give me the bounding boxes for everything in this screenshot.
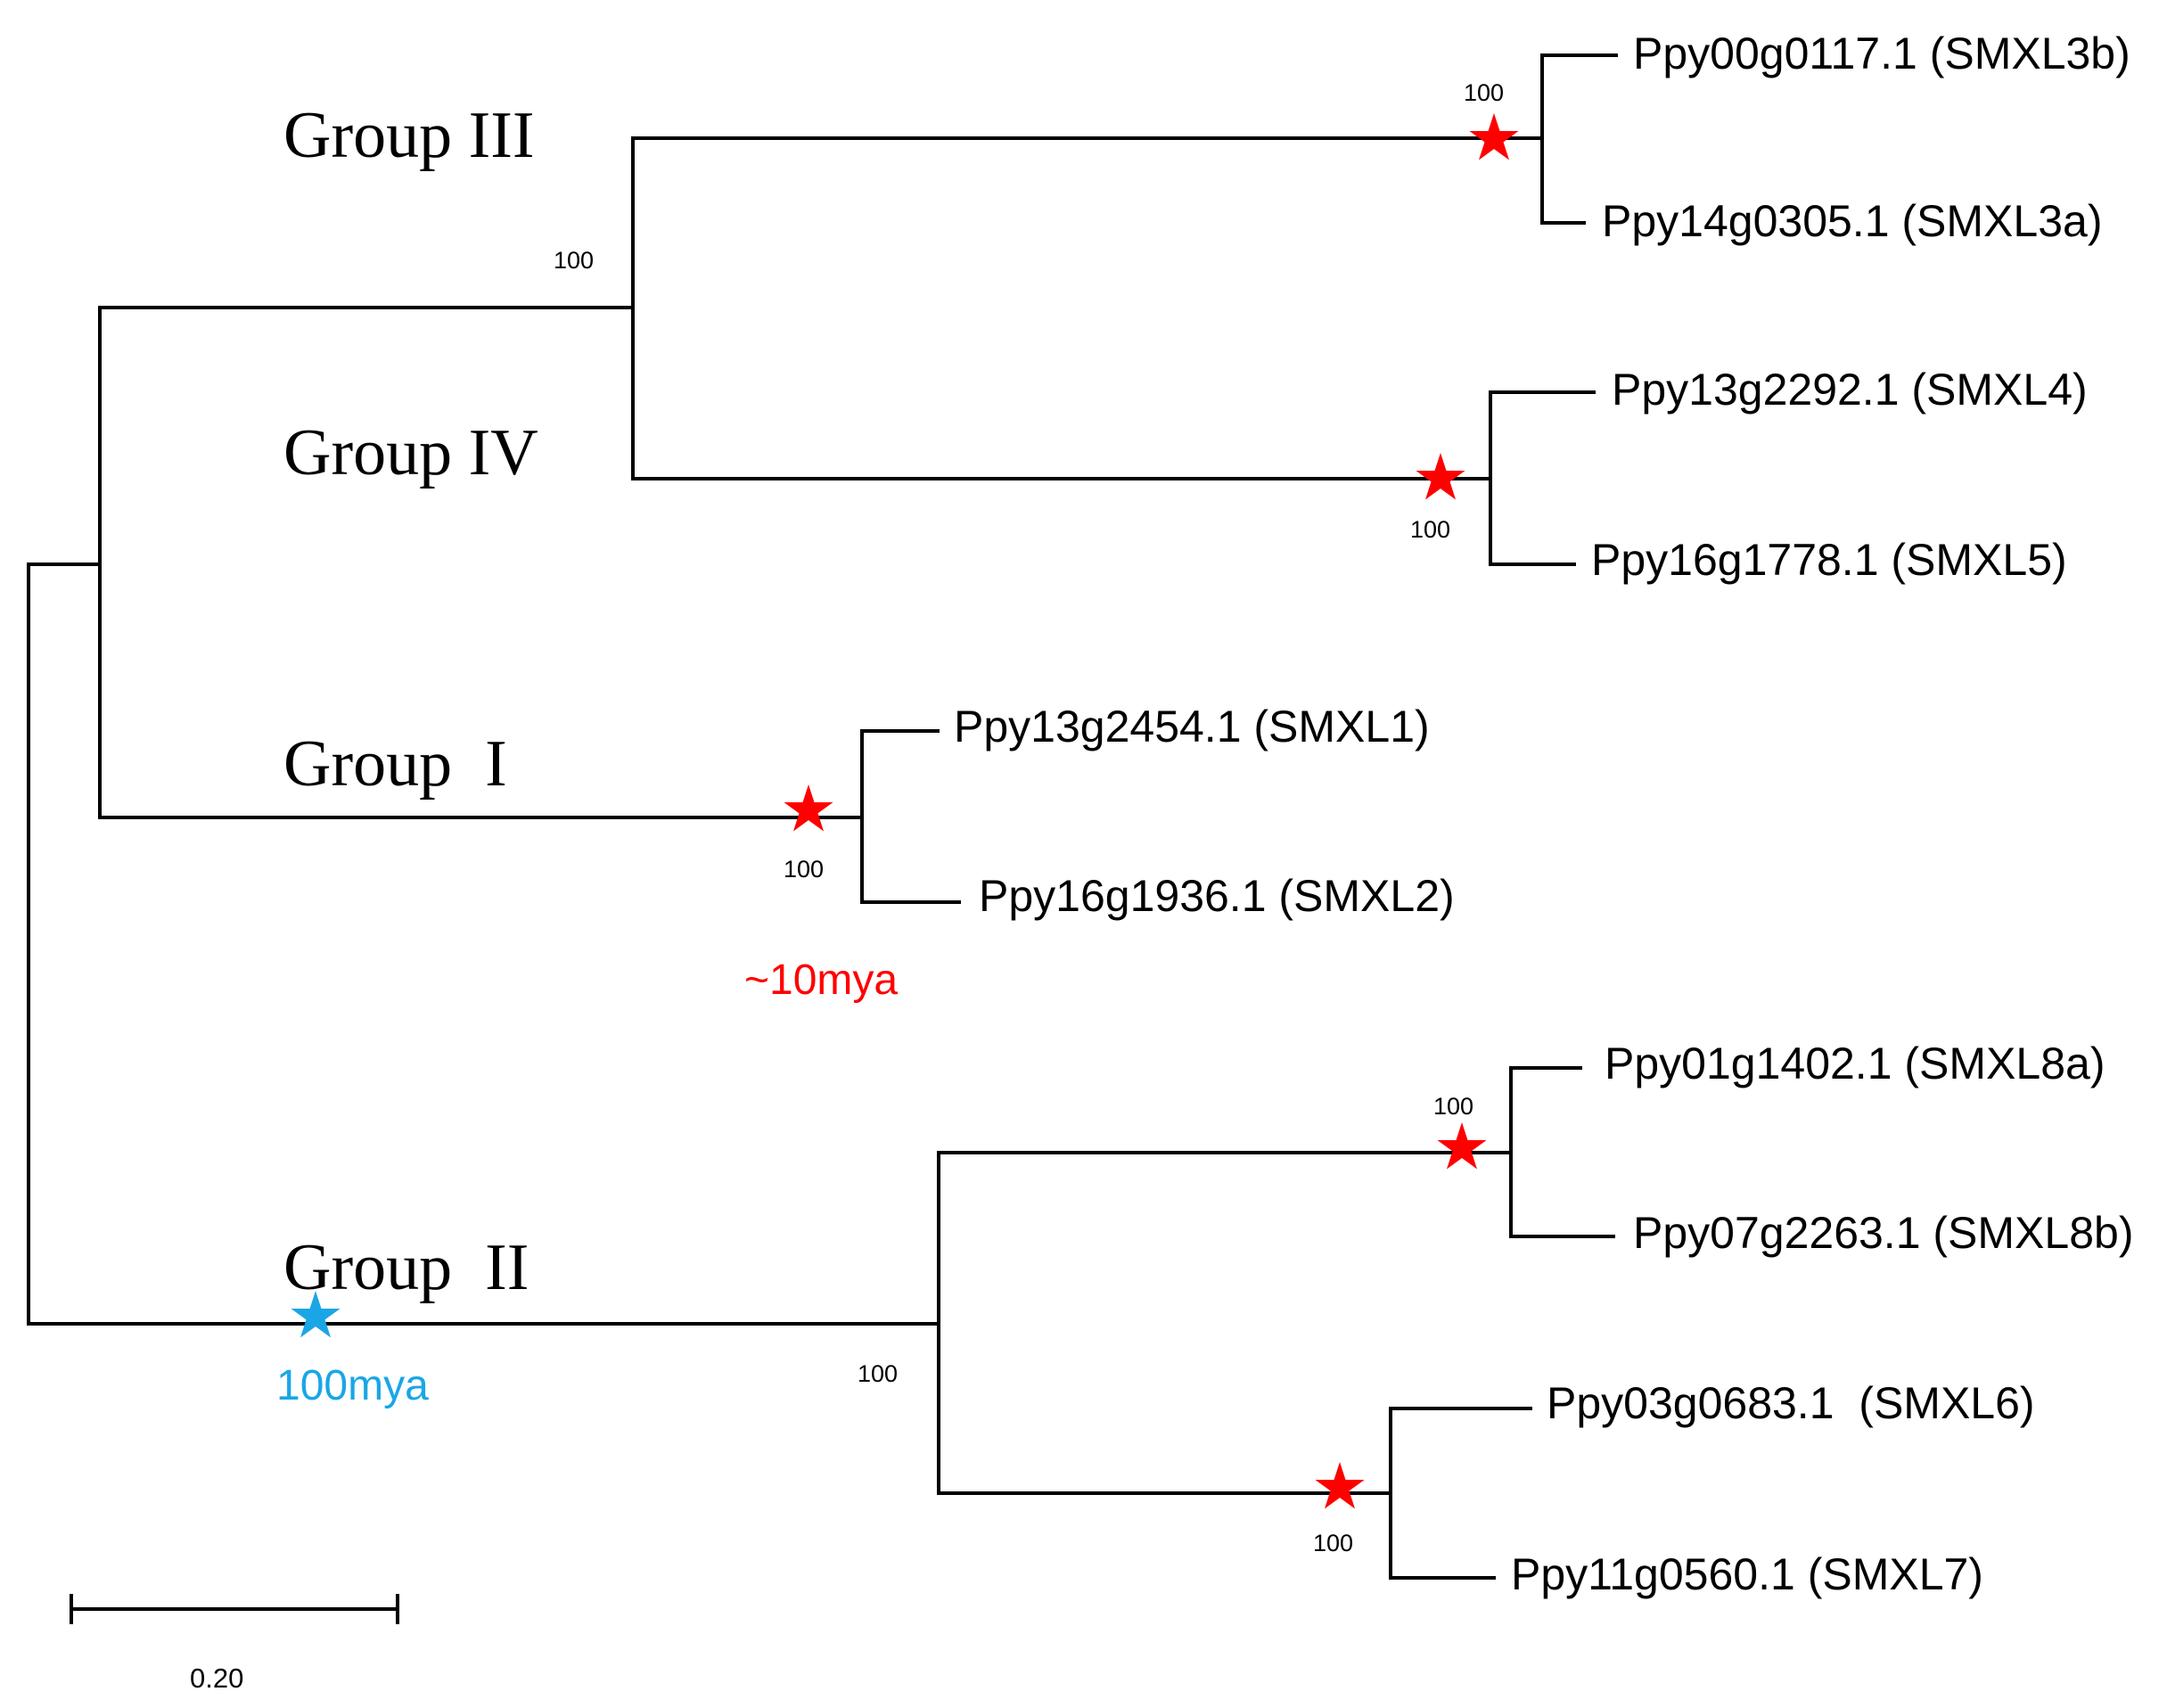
red-star-icon xyxy=(1315,1462,1365,1509)
leaf-label-smxl4: Ppy13g2292.1 (SMXL4) xyxy=(1612,365,2088,415)
bootstrap-value: 100 xyxy=(1313,1530,1353,1556)
bootstrap-value: 100 xyxy=(1410,516,1450,543)
red-star-icon xyxy=(1437,1122,1487,1170)
group-label-II: Group II xyxy=(283,1231,529,1304)
leaf-label-smxl3b: Ppy00g0117.1 (SMXL3b) xyxy=(1633,29,2130,78)
bootstrap-value: 100 xyxy=(784,856,824,883)
leaf-label-smxl7: Ppy11g0560.1 (SMXL7) xyxy=(1511,1549,1983,1599)
bootstrap-value: 100 xyxy=(554,247,594,274)
leaf-labels: Ppy00g0117.1 (SMXL3b) Ppy14g0305.1 (SMXL… xyxy=(954,29,2133,1599)
leaf-label-smxl5: Ppy16g1778.1 (SMXL5) xyxy=(1591,535,2067,585)
group-label-III: Group III xyxy=(283,99,535,172)
group-label-I: Group I xyxy=(283,727,507,801)
scale-bar: 0.20 xyxy=(70,1594,399,1694)
leaf-label-smxl1: Ppy13g2454.1 (SMXL1) xyxy=(954,702,1430,751)
recent-duplication-age: ~10mya xyxy=(744,957,898,1004)
bootstrap-value: 100 xyxy=(1433,1093,1473,1120)
leaf-label-smxl6: Ppy03g0683.1 (SMXL6) xyxy=(1547,1378,2035,1428)
leaf-label-smxl8b: Ppy07g2263.1 (SMXL8b) xyxy=(1633,1208,2133,1258)
scale-bar-label: 0.20 xyxy=(190,1663,243,1694)
bootstrap-values: 100 100 100 100 100 100 100 xyxy=(554,79,1504,1556)
bootstrap-value: 100 xyxy=(1464,79,1504,106)
leaf-label-smxl3a: Ppy14g0305.1 (SMXL3a) xyxy=(1602,196,2102,246)
bootstrap-value: 100 xyxy=(858,1360,898,1387)
leaf-label-smxl8a: Ppy01g1402.1 (SMXL8a) xyxy=(1605,1039,2105,1088)
tree-branches xyxy=(27,53,1618,1580)
red-star-icon xyxy=(1416,453,1465,500)
red-star-icon xyxy=(784,784,833,832)
group-labels: Group III Group IV Group I Group II xyxy=(283,99,538,1304)
leaf-label-smxl2: Ppy16g1936.1 (SMXL2) xyxy=(979,871,1455,921)
ancient-duplication-age: 100mya xyxy=(276,1362,429,1409)
group-label-IV: Group IV xyxy=(283,416,538,489)
